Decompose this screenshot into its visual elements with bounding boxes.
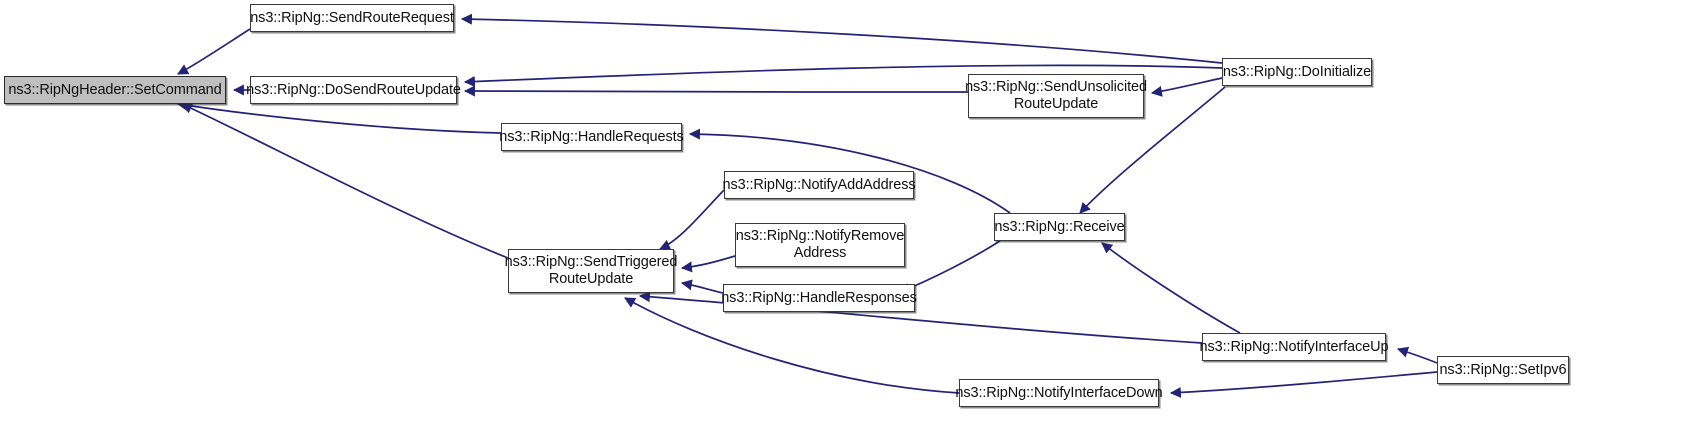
graph-node-label: ns3::RipNg::NotifyInterfaceUp xyxy=(1199,338,1389,355)
graph-edge-notify_remove_address-to-send_triggered_route_update xyxy=(680,255,736,273)
graph-node-send_route_request[interactable]: ns3::RipNg::SendRouteRequest xyxy=(250,4,454,32)
graph-node-notify_add_address[interactable]: ns3::RipNg::NotifyAddAddress xyxy=(722,171,916,199)
graph-node-notify_remove_address[interactable]: ns3::RipNg::NotifyRemove Address xyxy=(735,223,905,267)
graph-node-label: ns3::RipNg::NotifyAddAddress xyxy=(722,176,916,193)
graph-node-notify_interface_up[interactable]: ns3::RipNg::NotifyInterfaceUp xyxy=(1200,333,1389,361)
graph-node-set_ipv6[interactable]: ns3::RipNg::SetIpv6 xyxy=(1437,356,1569,384)
graph-node-handle_requests[interactable]: ns3::RipNg::HandleRequests xyxy=(499,123,684,151)
graph-edge-handle_requests-to-set_command xyxy=(176,100,502,134)
graph-node-label: ns3::RipNg::DoInitialize xyxy=(1222,63,1372,80)
graph-node-label: ns3::RipNg::SetIpv6 xyxy=(1439,361,1567,378)
graph-node-label: ns3::RipNg::Receive xyxy=(994,218,1125,235)
graph-edge-send_route_request-to-set_command xyxy=(177,28,251,75)
graph-edge-receive-to-handle_responses xyxy=(898,240,1001,294)
graph-node-do_send_route_update[interactable]: ns3::RipNg::DoSendRouteUpdate xyxy=(246,76,461,104)
graph-node-label: ns3::RipNg::HandleResponses xyxy=(721,289,917,306)
graph-node-do_initialize[interactable]: ns3::RipNg::DoInitialize xyxy=(1222,58,1372,86)
graph-edge-notify_interface_up-to-receive xyxy=(1101,242,1241,334)
graph-node-label: ns3::RipNg::NotifyInterfaceDown xyxy=(955,384,1163,401)
graph-edge-send_triggered_route_update-to-set_command xyxy=(180,103,509,259)
graph-node-label: ns3::RipNg::HandleRequests xyxy=(499,128,684,145)
graph-edge-send_unsolicited_route_update-to-do_send_route_update xyxy=(463,85,969,97)
graph-edge-do_initialize-to-send_unsolicited_route_update xyxy=(1150,77,1223,97)
graph-node-label: ns3::RipNg::SendUnsolicited RouteUpdate xyxy=(965,79,1147,112)
graph-node-handle_responses[interactable]: ns3::RipNg::HandleResponses xyxy=(721,284,917,312)
graph-node-send_triggered_route_update[interactable]: ns3::RipNg::SendTriggered RouteUpdate xyxy=(505,249,677,293)
graph-node-notify_interface_down[interactable]: ns3::RipNg::NotifyInterfaceDown xyxy=(955,379,1163,407)
graph-node-set_command[interactable]: ns3::RipNgHeader::SetCommand xyxy=(4,76,226,104)
graph-node-label: ns3::RipNg::SendTriggered RouteUpdate xyxy=(504,254,678,287)
graph-node-send_unsolicited_route_update[interactable]: ns3::RipNg::SendUnsolicited RouteUpdate xyxy=(965,74,1147,118)
graph-edge-set_ipv6-to-notify_interface_down xyxy=(1169,371,1438,399)
graph-node-label: ns3::RipNg::NotifyRemove Address xyxy=(735,228,905,261)
graph-node-receive[interactable]: ns3::RipNg::Receive xyxy=(994,213,1125,241)
graph-node-label: ns3::RipNg::DoSendRouteUpdate xyxy=(246,81,461,98)
graph-node-label: ns3::RipNgHeader::SetCommand xyxy=(8,81,222,98)
graph-edge-set_ipv6-to-notify_interface_up xyxy=(1396,346,1438,364)
graph-edge-do_initialize-to-send_route_request xyxy=(460,13,1223,64)
graph-edge-notify_add_address-to-send_triggered_route_update xyxy=(658,189,725,250)
graph-node-label: ns3::RipNg::SendRouteRequest xyxy=(250,9,454,26)
graph-edge-notify_interface_down-to-send_triggered_route_update xyxy=(624,297,960,394)
